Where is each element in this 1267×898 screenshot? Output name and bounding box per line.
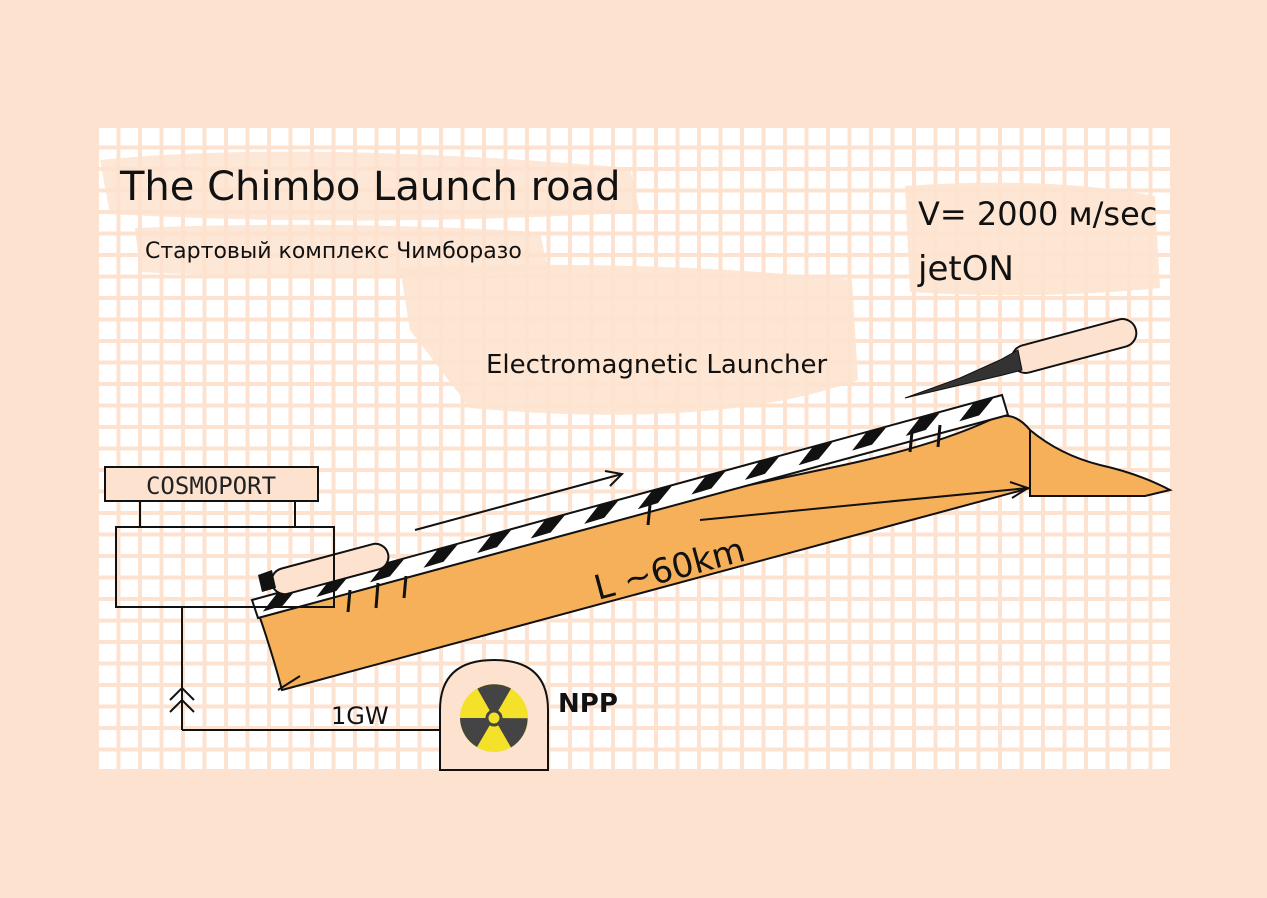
launcher-highlight	[400, 264, 858, 415]
vehicle-label: jetON	[917, 249, 1014, 289]
rail-stripe	[530, 515, 565, 539]
rail-stripe	[959, 398, 994, 422]
speed-highlight	[905, 182, 1160, 296]
rail-stripe	[905, 412, 940, 436]
cosmoport-wiring	[115, 500, 440, 731]
speed-label: V= 2000 м/sec	[918, 195, 1157, 233]
rail-supports	[346, 424, 942, 613]
rail-stripe	[637, 486, 672, 510]
title-highlight	[100, 151, 640, 221]
page-title: The Chimbo Launch road	[119, 164, 621, 210]
rail-stripe	[369, 559, 404, 583]
rail-stripe	[584, 500, 619, 524]
rail-stripe	[852, 427, 887, 451]
cosmoport-sign	[104, 466, 319, 502]
launcher-label: Electromagnetic Launcher	[486, 350, 828, 380]
rail-stripe	[477, 530, 512, 554]
npp-label: NPP	[558, 689, 618, 719]
cosmoport-label: COSMOPORT	[146, 472, 276, 500]
rail-stripe	[691, 471, 726, 495]
direction-arrows	[277, 470, 1031, 691]
subtitle-ru: Стартовый комплекс Чимборазо	[145, 239, 522, 264]
radiation-icon	[460, 684, 528, 752]
rail-stripe	[798, 442, 833, 466]
vehicle-upper	[904, 318, 1138, 399]
rail-stripe	[744, 456, 779, 480]
subtitle-highlight	[135, 224, 548, 277]
rail-stripe	[423, 544, 458, 568]
power-label: 1GW	[331, 702, 389, 730]
